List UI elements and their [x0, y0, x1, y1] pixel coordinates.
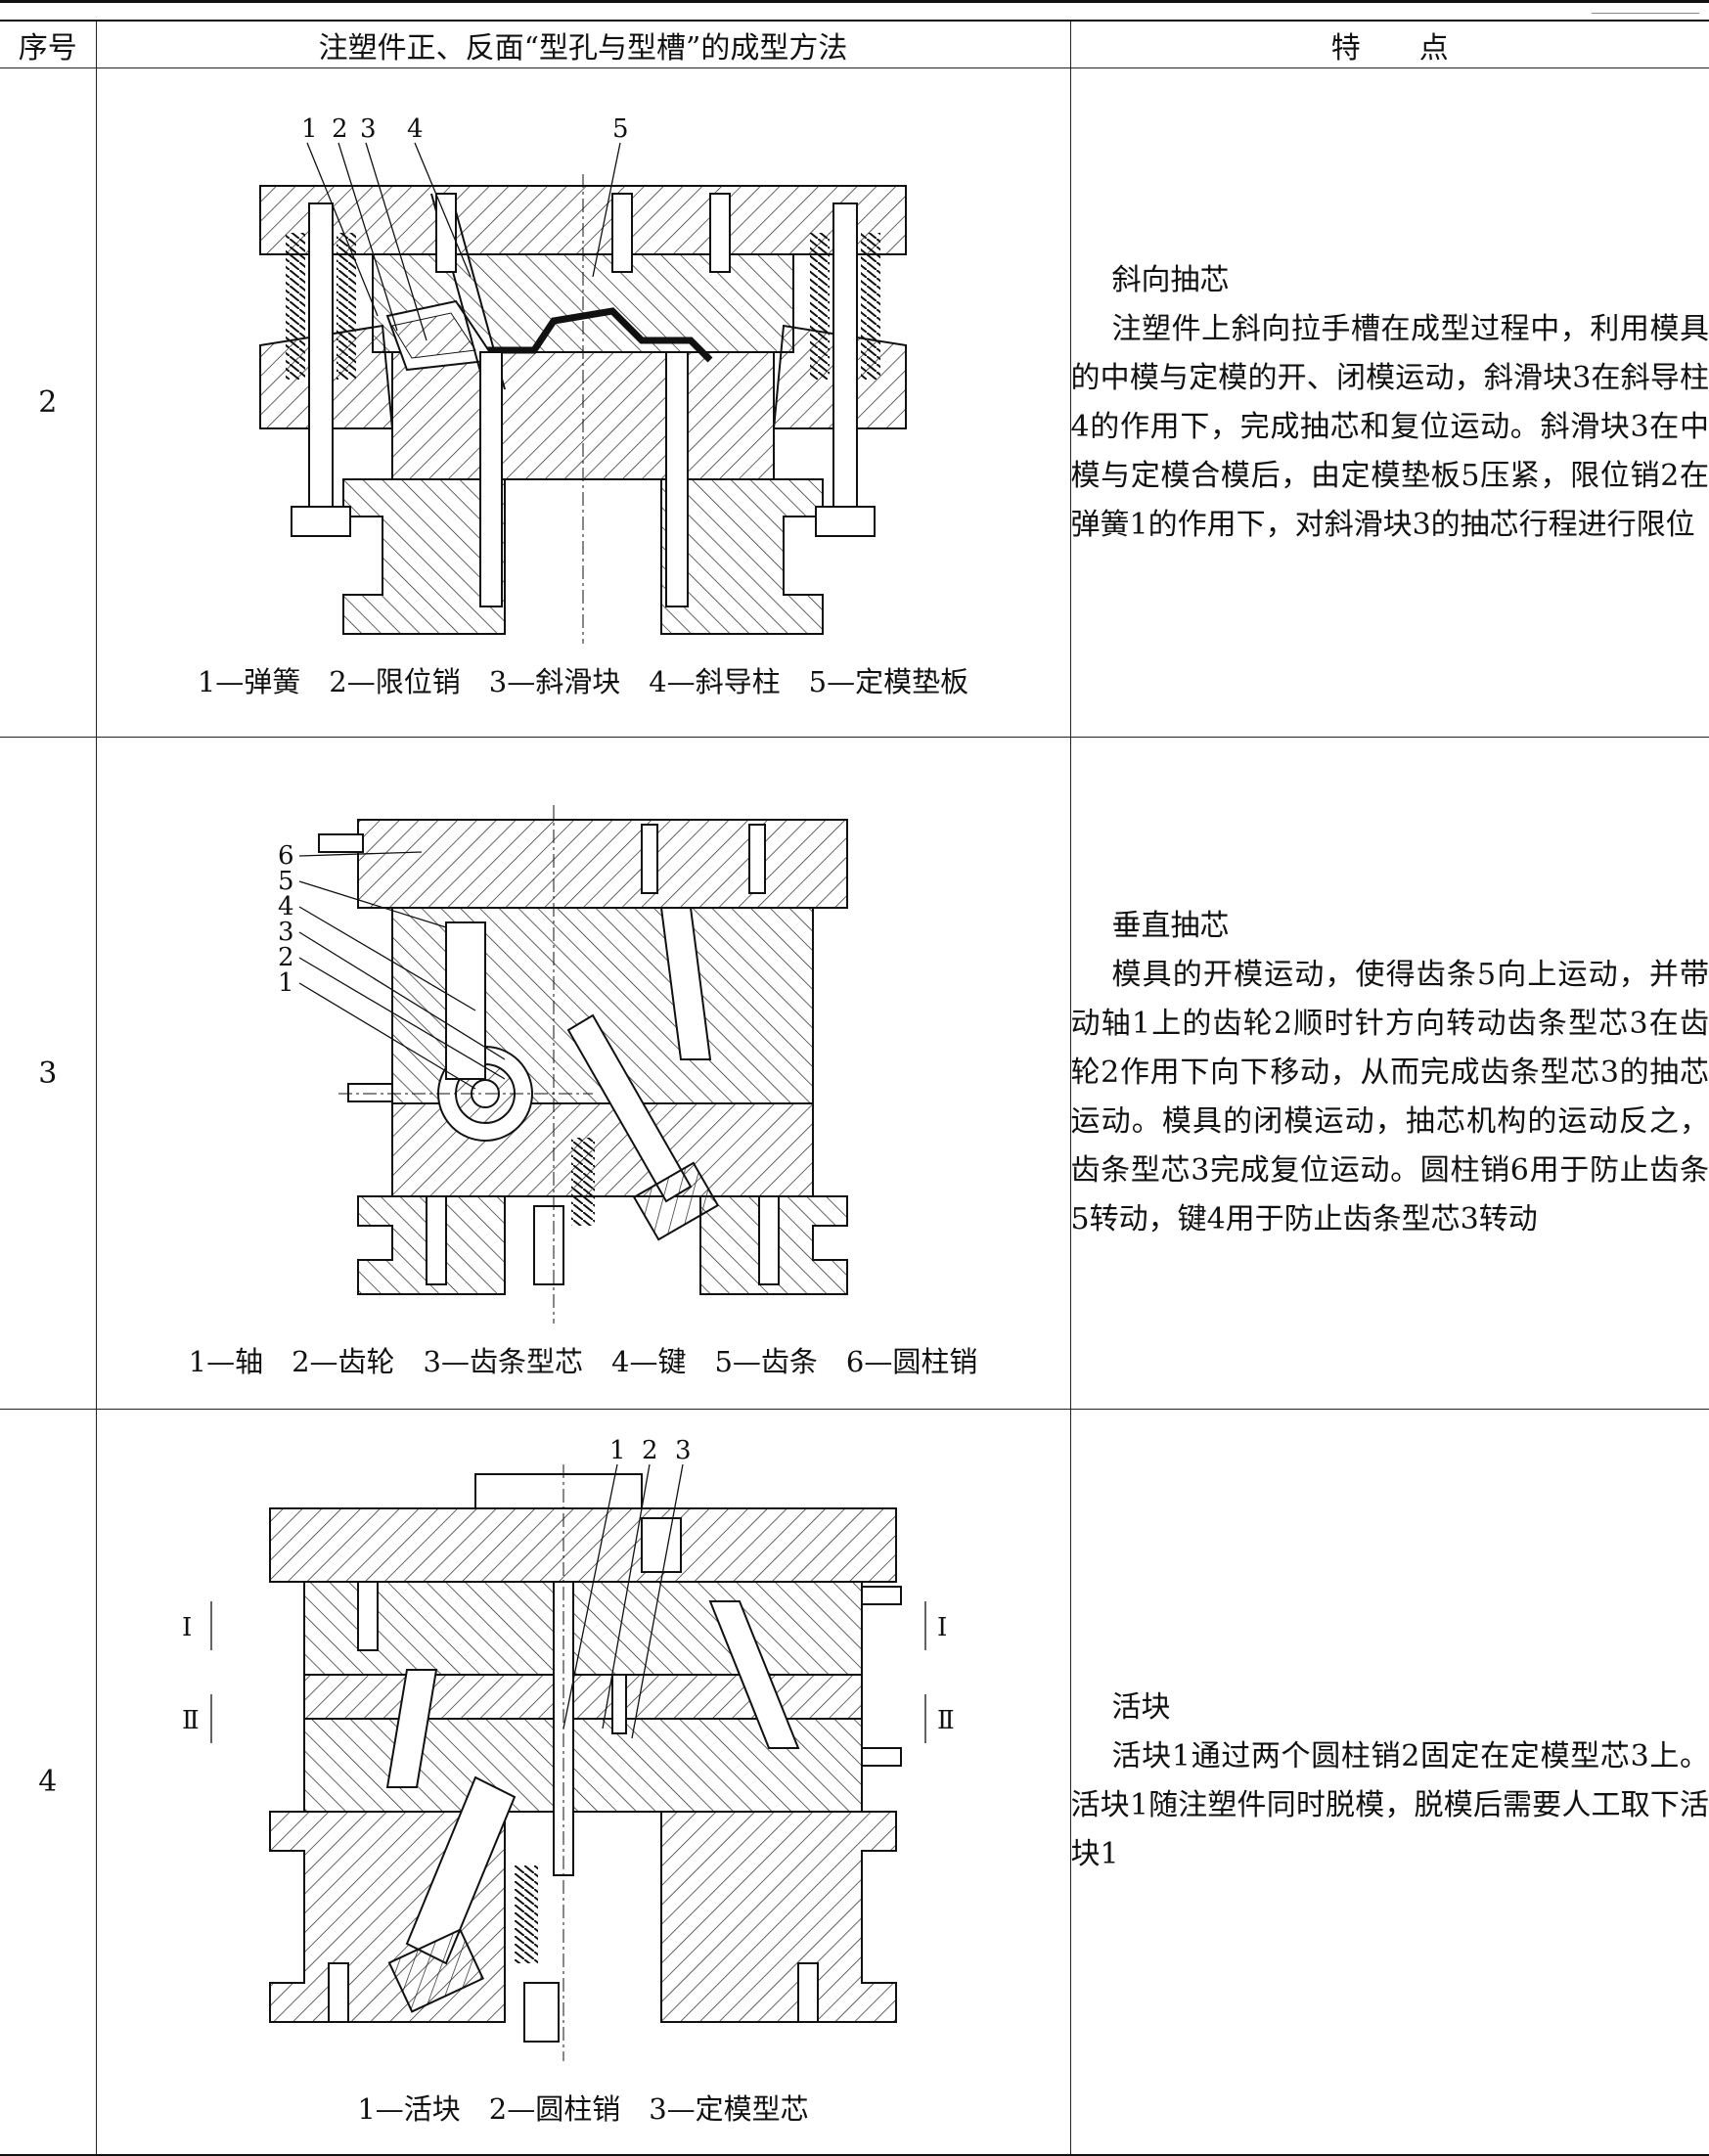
mold-drawing-vertical-core-pull: 6 5 4 3 2 1: [182, 766, 984, 1333]
header-row: 序号 注塑件正、反面“型孔与型槽”的成型方法 特 点: [0, 21, 1709, 68]
figure-label: 1: [278, 968, 294, 998]
description-cell: 活块 活块1通过两个圆柱销2固定在定模型芯3上。活块1随注塑件同时脱模，脱模后需…: [1070, 1410, 1709, 2155]
description-body: 模具的开模运动，使得齿条5向上运动，并带动轴1上的齿轮2顺时针方向转动齿条型芯3…: [1071, 951, 1709, 1244]
row-number: 4: [0, 1410, 96, 2155]
description-cell: 垂直抽芯 模具的开模运动，使得齿条5向上运动，并带动轴1上的齿轮2顺时针方向转动…: [1070, 738, 1709, 1410]
description-body: 活块1通过两个圆柱销2固定在定模型芯3上。活块1随注塑件同时脱模，脱模后需要人工…: [1071, 1732, 1709, 1879]
figure-cell: 1 2 3 4 5 1—弹簧 2—限位销 3—斜滑块 4—斜导柱 5—定模垫板: [96, 68, 1070, 738]
description-title: 垂直抽芯: [1071, 902, 1709, 951]
figure-label: 3: [675, 1436, 692, 1465]
page-corner-mark: [1592, 3, 1699, 14]
figure-label: 4: [407, 114, 424, 144]
figure-cell: Ⅰ Ⅰ Ⅱ Ⅱ 1 2 3 1—活块 2—圆柱销 3—定模型芯: [96, 1410, 1070, 2155]
row-number: 3: [0, 738, 96, 1410]
description-cell: 斜向抽芯 注塑件上斜向拉手槽在成型过程中，利用模具的中模与定模的开、闭模运动，斜…: [1070, 68, 1709, 738]
header-method: 注塑件正、反面“型孔与型槽”的成型方法: [96, 21, 1070, 68]
description-title: 斜向抽芯: [1071, 256, 1709, 305]
figure-cell: 6 5 4 3 2 1 1—轴 2—齿轮 3—齿条型芯 4—键 5—齿条 6—圆…: [96, 738, 1070, 1410]
top-rule: [0, 0, 1709, 3]
figure-caption: 1—活块 2—圆柱销 3—定模型芯: [97, 2087, 1070, 2128]
mold-drawing-oblique-core-pull: 1 2 3 4 5: [182, 106, 984, 653]
section-mark-label: Ⅱ: [937, 1706, 955, 1735]
section-mark-label: Ⅰ: [182, 1613, 192, 1642]
section-mark-label: Ⅰ: [937, 1613, 947, 1642]
figure-label: 1: [609, 1436, 626, 1465]
description-body: 注塑件上斜向拉手槽在成型过程中，利用模具的中模与定模的开、闭模运动，斜滑块3在斜…: [1071, 305, 1709, 550]
figure-caption: 1—轴 2—齿轮 3—齿条型芯 4—键 5—齿条 6—圆柱销: [97, 1339, 1070, 1380]
header-num: 序号: [0, 21, 96, 68]
figure-label: 1: [301, 114, 318, 144]
method-table: 序号 注塑件正、反面“型孔与型槽”的成型方法 特 点 2: [0, 20, 1709, 2156]
section-mark-label: Ⅱ: [182, 1706, 200, 1735]
mold-drawing-loose-insert: Ⅰ Ⅰ Ⅱ Ⅱ 1 2 3: [182, 1435, 984, 2081]
table-row: 3: [0, 738, 1709, 1410]
table-row: 4: [0, 1410, 1709, 2155]
header-features: 特 点: [1070, 21, 1709, 68]
figure-caption: 1—弹簧 2—限位销 3—斜滑块 4—斜导柱 5—定模垫板: [97, 659, 1070, 700]
row-number: 2: [0, 68, 96, 738]
table-row: 2: [0, 68, 1709, 738]
figure-label: 5: [612, 114, 629, 144]
figure-label: 3: [360, 114, 377, 144]
figure-label: 2: [642, 1436, 658, 1465]
figure-label: 2: [332, 114, 348, 144]
description-title: 活块: [1071, 1684, 1709, 1732]
